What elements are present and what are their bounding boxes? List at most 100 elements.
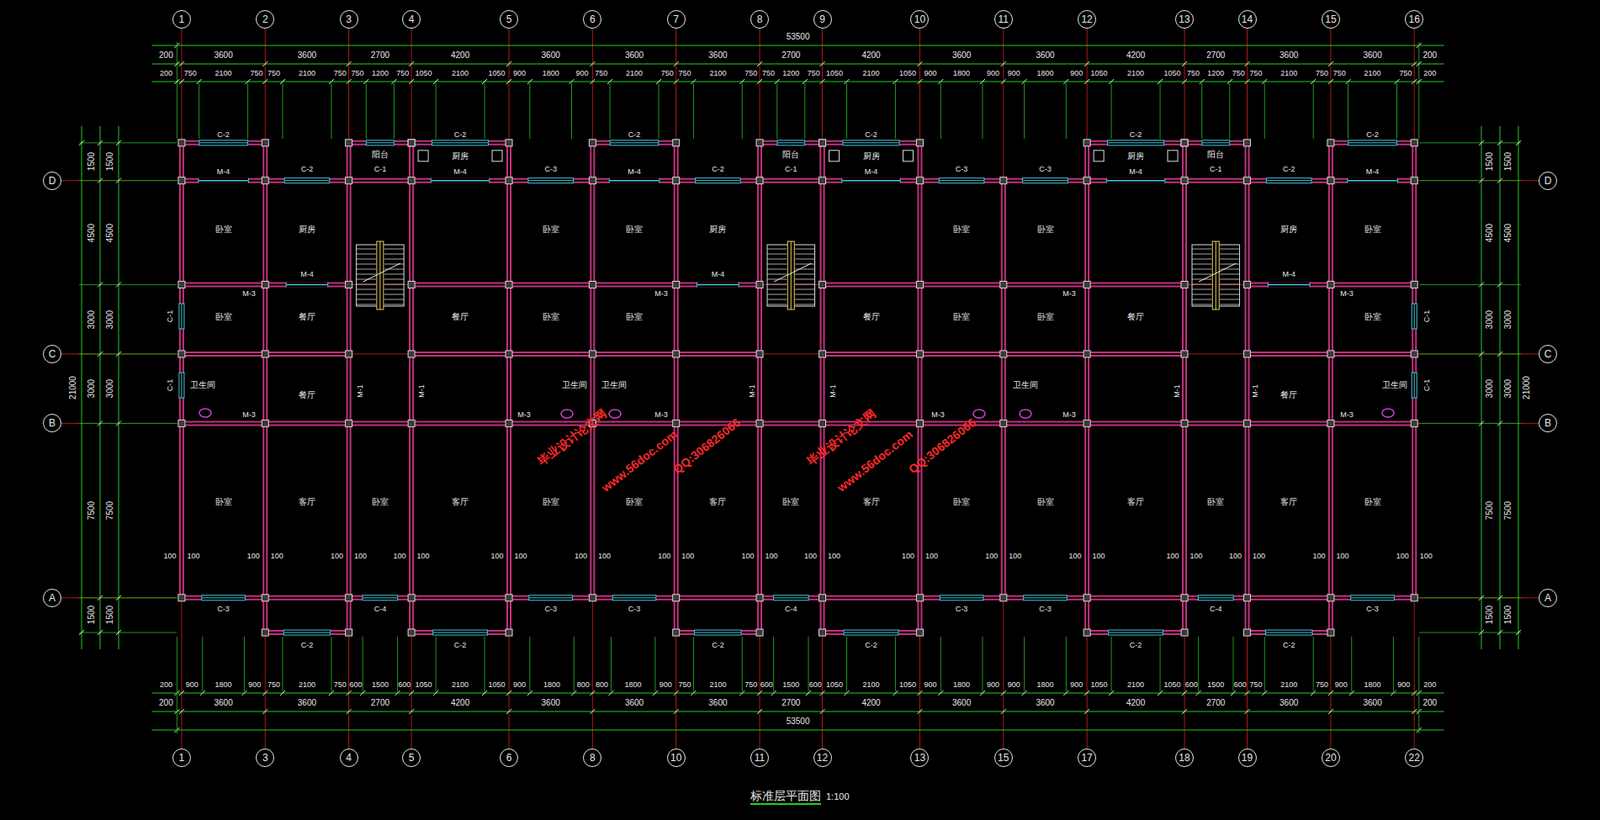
wall-core xyxy=(264,283,349,286)
stair-step xyxy=(1192,304,1212,306)
dimension-tick xyxy=(363,79,369,85)
stair-step xyxy=(1219,304,1240,306)
wall-core xyxy=(1330,422,1415,424)
column xyxy=(1000,419,1007,427)
wall-core xyxy=(1183,143,1186,181)
dimension-tick xyxy=(1001,690,1007,696)
extension-line xyxy=(1419,142,1521,144)
dimension-text-wrap: 200 xyxy=(1422,51,1437,60)
dimension-text-wrap: 3600 xyxy=(297,699,317,708)
wall-offset-dimension: 100 xyxy=(901,552,915,561)
wall-outer xyxy=(264,281,349,287)
dimension-text-wrap: 3600 xyxy=(541,699,561,708)
stair-step xyxy=(384,294,404,296)
watermark-wrap: 毕业设计论文网 xyxy=(805,407,878,467)
axis-bubble: D xyxy=(1538,171,1558,191)
dimension-text: 900 xyxy=(923,69,937,78)
wall-offset-dimension: 100 xyxy=(330,552,344,561)
extension-line xyxy=(484,636,486,692)
door-opening xyxy=(286,281,329,287)
window-door-tag-wrap: M-3 xyxy=(654,411,668,419)
wall-core xyxy=(1086,422,1185,424)
window-door-tag-wrap: M-3 xyxy=(517,411,531,419)
stair-step xyxy=(1219,289,1240,291)
wall-offset-dimension: 100 xyxy=(1008,552,1022,561)
dimension-text-wrap: 750 xyxy=(678,69,691,78)
extension-line xyxy=(807,636,809,692)
dimension-tick xyxy=(1328,690,1334,696)
dimension-text-wrap: 2100 xyxy=(1127,69,1145,78)
window-door-tag-wrap: C-3 xyxy=(1366,605,1379,614)
extension-line xyxy=(981,83,983,139)
dimension-text-wrap: 53500 xyxy=(786,717,811,726)
room-name: 卧室 xyxy=(1364,312,1382,322)
extension-line xyxy=(1419,632,1521,634)
dimension-text: 750 xyxy=(762,69,775,78)
dimension-tick xyxy=(1108,690,1114,696)
dimension-tick xyxy=(916,709,922,715)
column xyxy=(819,419,827,427)
room-name-wrap: 客厅 xyxy=(451,498,469,507)
dimension-text: 1050 xyxy=(415,69,433,78)
dimension-tick xyxy=(1001,79,1007,85)
wall-outer xyxy=(181,178,1415,184)
axis-number: 10 xyxy=(670,752,682,763)
wall-outer xyxy=(1184,420,1248,426)
dimension-text-wrap: 3600 xyxy=(1279,699,1299,708)
dimension-tick xyxy=(97,630,103,636)
dimension-text-wrap: 1200 xyxy=(371,69,389,78)
extension-line xyxy=(741,83,743,139)
stair-step xyxy=(767,274,787,276)
dimension-text: 1500 xyxy=(1485,152,1495,171)
dimension-text-wrap: 1050 xyxy=(826,69,843,78)
wall-offset-dimension-wrap: 100 xyxy=(1165,552,1179,561)
dimension-text-wrap: 2100 xyxy=(298,69,316,78)
wall-outer xyxy=(181,140,265,146)
stove-symbol xyxy=(492,150,503,162)
dimension-text: 3000 xyxy=(87,310,96,329)
stair-step xyxy=(794,299,815,301)
room-name: 卧室 xyxy=(953,225,970,234)
dimension-tick xyxy=(1001,709,1007,715)
column xyxy=(407,139,415,147)
dimension-text-wrap: 1500 xyxy=(1207,681,1224,689)
door-jamb xyxy=(286,281,287,287)
wall-core xyxy=(1246,180,1249,599)
axis-line xyxy=(61,423,1539,424)
wall-outer xyxy=(1330,140,1415,146)
axis-number: 1 xyxy=(179,752,186,763)
dimension-text: 1500 xyxy=(1485,605,1495,625)
dimension-tick xyxy=(262,61,268,67)
axis-number: 22 xyxy=(1409,752,1420,763)
window-door-tag-wrap: M-1 xyxy=(829,384,838,398)
dimension-text: 900 xyxy=(1007,681,1021,689)
wall-core xyxy=(1003,422,1087,424)
stair-step xyxy=(794,259,815,260)
watermark-wrap: www.56doc.com xyxy=(599,428,680,494)
wall-core xyxy=(1330,353,1415,355)
room-name-wrap: 卧室 xyxy=(782,498,800,507)
dimension-tick xyxy=(1157,79,1163,85)
dimension-tick xyxy=(1478,140,1484,146)
dimension-tick xyxy=(1310,79,1316,85)
dimension-text: 2100 xyxy=(1364,69,1382,78)
window-door-tag: M-3 xyxy=(654,290,668,298)
dimension-text: 1800 xyxy=(625,681,642,689)
dimension-tick xyxy=(179,79,185,85)
dimension-text-wrap: 53500 xyxy=(786,32,811,42)
dimension-text-wrap: 3600 xyxy=(213,699,233,708)
wall-outer xyxy=(1245,598,1251,633)
dimension-tick xyxy=(1345,79,1351,85)
axis-number: 12 xyxy=(816,752,828,763)
wall-core xyxy=(1183,143,1186,181)
dimension-text: 1500 xyxy=(105,152,115,171)
wall-outer xyxy=(822,281,921,287)
dimension-text-wrap: 7500 xyxy=(1485,501,1495,520)
dimension-text-wrap: 750 xyxy=(744,681,758,689)
wall-offset-dimension-wrap: 100 xyxy=(490,552,504,561)
axis-number: C xyxy=(48,349,57,360)
dimension-tick xyxy=(346,61,352,67)
dimension-text: 7500 xyxy=(87,501,96,520)
window-door-tag: M-3 xyxy=(242,411,256,419)
column xyxy=(819,629,827,636)
